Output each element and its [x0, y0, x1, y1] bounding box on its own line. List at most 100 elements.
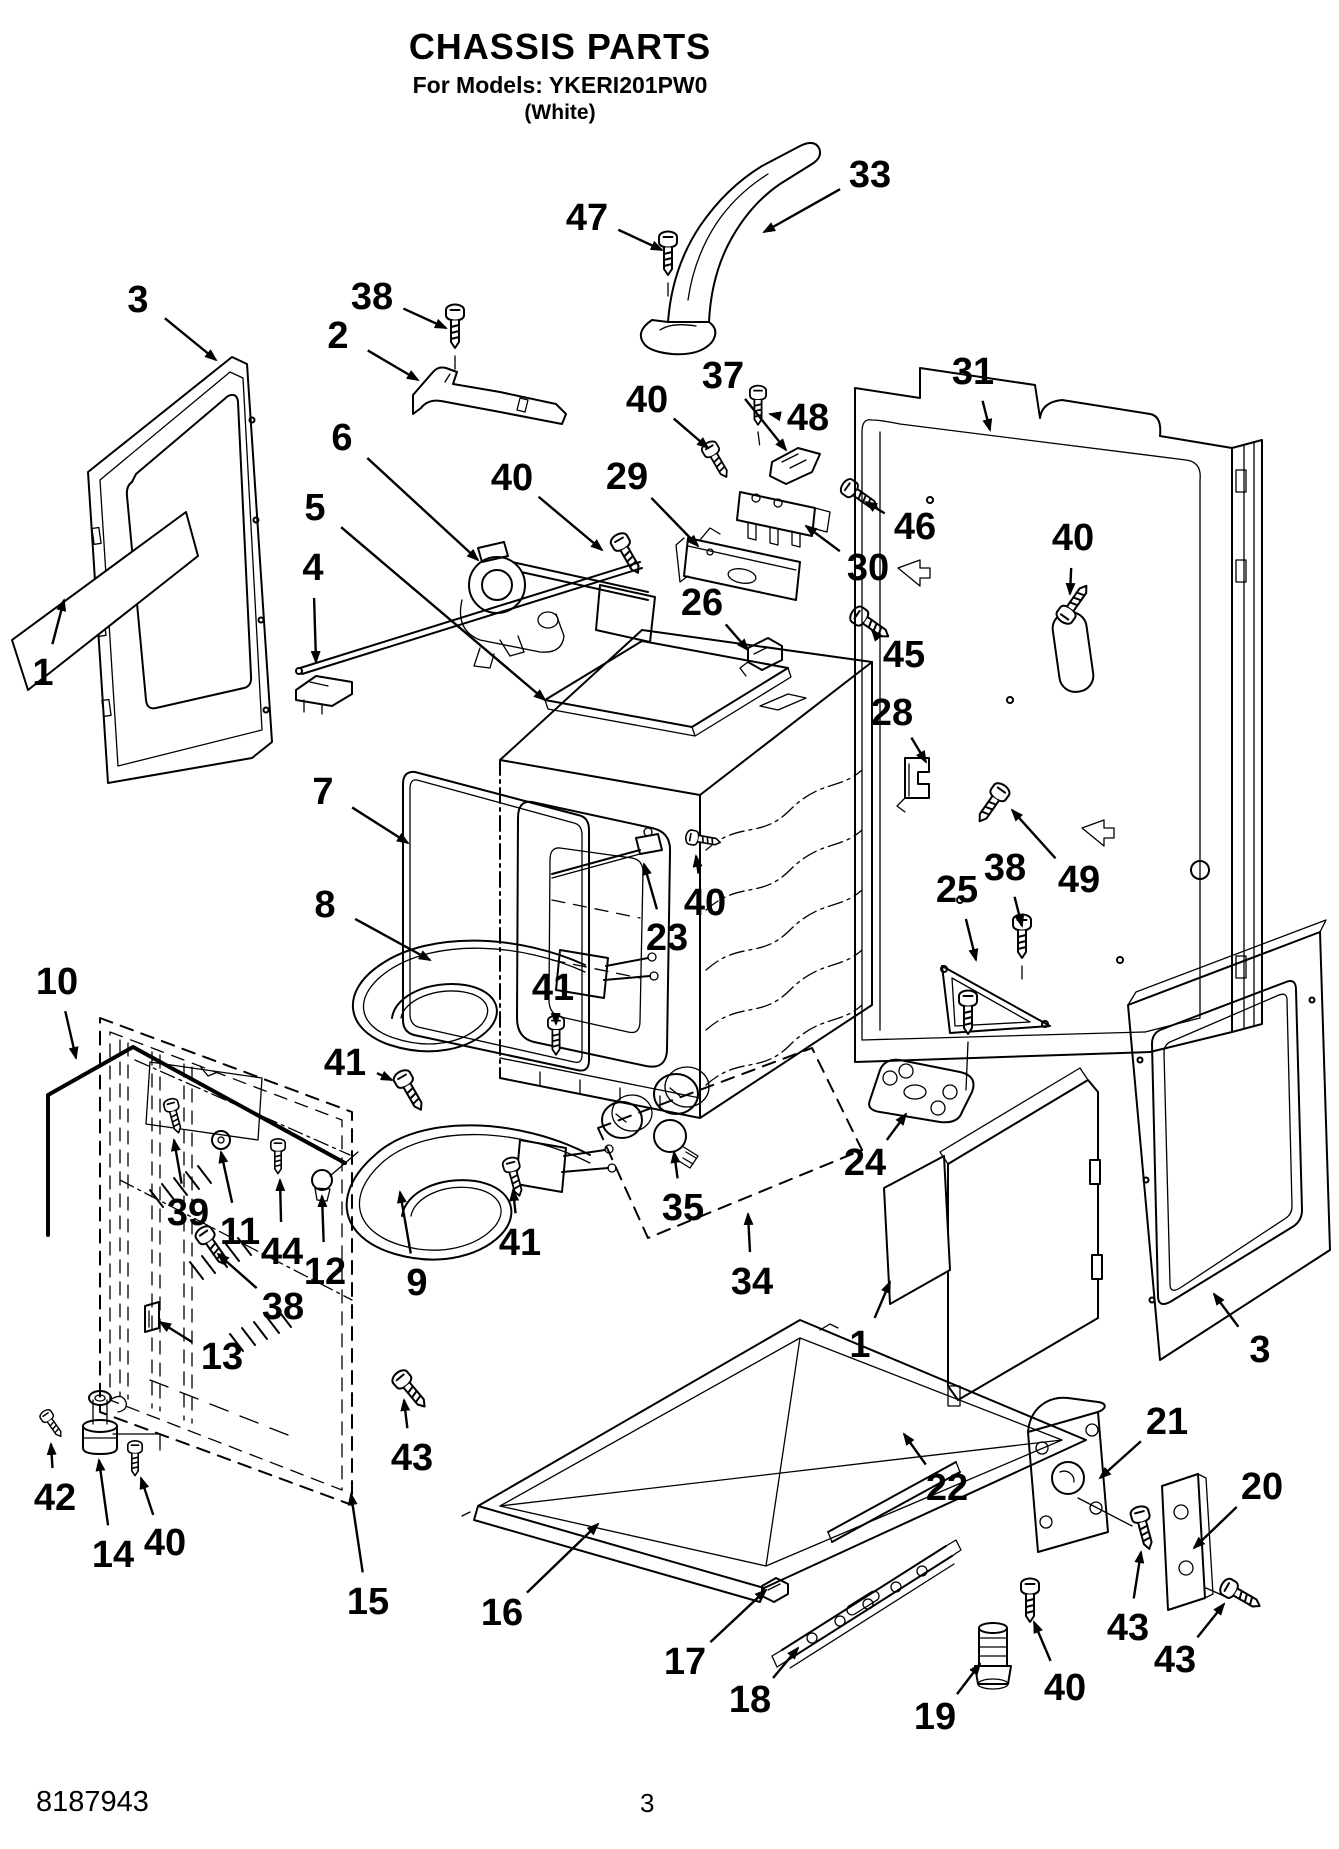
callout-arrow-25	[964, 918, 979, 962]
part-light-bulb-35	[653, 1119, 699, 1169]
part-ground-clip-37	[769, 447, 821, 485]
callout-label-40: 40	[684, 882, 726, 924]
callout-arrow-40	[1032, 1620, 1052, 1662]
callout-arrow-9	[396, 1190, 412, 1254]
callout-label-17: 17	[664, 1641, 706, 1683]
callout-label-3: 3	[127, 279, 148, 321]
callout-label-40: 40	[1044, 1667, 1086, 1709]
part-access-panel-left	[11, 511, 199, 691]
callout-label-35: 35	[662, 1187, 704, 1229]
callout-label-38: 38	[262, 1286, 304, 1328]
part-oven-sensor-23	[551, 827, 663, 879]
callout-arrow-2	[367, 349, 420, 382]
callout-arrow-38	[402, 307, 448, 330]
part-rod-5	[295, 561, 643, 675]
callout-arrow-49	[1010, 808, 1057, 860]
part-brace-25	[940, 965, 1051, 1034]
callout-label-42: 42	[34, 1477, 76, 1519]
callout-label-47: 47	[566, 197, 608, 239]
callout-label-48: 48	[787, 397, 829, 439]
callout-label-14: 14	[92, 1534, 134, 1576]
callout-label-34: 34	[731, 1261, 773, 1303]
callout-label-5: 5	[304, 487, 325, 529]
callout-arrow-11	[218, 1150, 234, 1204]
page-number: 3	[640, 1788, 655, 1818]
callout-label-41: 41	[532, 967, 574, 1009]
part-wire-harness-10	[46, 1045, 347, 1237]
callout-label-41: 41	[499, 1222, 541, 1264]
callout-label-8: 8	[314, 884, 335, 926]
callout-arrow-29	[650, 497, 700, 548]
callout-arrow-38	[1013, 896, 1025, 928]
callout-arrow-4	[310, 597, 321, 664]
callout-label-23: 23	[646, 917, 688, 959]
callout-label-31: 31	[952, 351, 994, 393]
callout-arrow-45	[870, 628, 883, 642]
callout-label-25: 25	[936, 869, 978, 911]
callout-arrow-30	[804, 524, 841, 553]
callout-label-13: 13	[201, 1336, 243, 1378]
callout-arrow-39	[170, 1138, 183, 1184]
callout-label-28: 28	[871, 692, 913, 734]
callout-label-19: 19	[914, 1696, 956, 1738]
callout-arrow-41	[376, 1070, 394, 1082]
callout-arrow-34	[743, 1212, 754, 1253]
part-leveling-leg-19	[974, 1622, 1012, 1690]
callout-label-40: 40	[144, 1522, 186, 1564]
callout-arrow-43	[400, 1398, 411, 1429]
callout-arrow-18	[772, 1646, 800, 1679]
part-rear-panel-31	[854, 367, 1263, 1063]
callout-arrow-47	[617, 228, 664, 252]
part-side-panel-22	[939, 1067, 1103, 1407]
callout-label-29: 29	[606, 456, 648, 498]
part-hinge-plate-24	[868, 1041, 975, 1124]
callout-label-38: 38	[351, 276, 393, 318]
callout-label-43: 43	[1107, 1607, 1149, 1649]
diagram-header: CHASSIS PARTS For Models: YKERI201PW0 (W…	[409, 26, 711, 125]
callout-label-26: 26	[681, 582, 723, 624]
callout-label-45: 45	[883, 634, 925, 676]
callout-label-1: 1	[32, 652, 53, 694]
callout-arrow-3	[1212, 1292, 1240, 1328]
part-grommet-11	[211, 1130, 231, 1150]
callout-label-20: 20	[1241, 1466, 1283, 1508]
callout-label-24: 24	[844, 1142, 886, 1184]
callout-label-3: 3	[1249, 1329, 1270, 1371]
callout-arrow-40	[672, 417, 710, 450]
callout-arrow-8	[354, 917, 432, 962]
callout-arrow-1	[873, 1280, 892, 1319]
callout-arrow-20	[1192, 1506, 1238, 1550]
part-front-rail	[827, 1461, 961, 1543]
callout-label-40: 40	[1052, 517, 1094, 559]
callout-arrow-40	[139, 1476, 155, 1516]
callout-label-46: 46	[894, 506, 936, 548]
finish-line: (White)	[524, 101, 596, 124]
part-bake-element-9	[345, 1124, 617, 1261]
part-knob-screw-12	[311, 1151, 359, 1202]
callout-label-39: 39	[167, 1192, 209, 1234]
callout-arrow-21	[1098, 1440, 1142, 1480]
part-spacer-plate-20	[1161, 1473, 1225, 1611]
part-access-panel-right	[883, 1155, 951, 1305]
callout-arrow-1	[51, 598, 67, 645]
callout-label-43: 43	[1154, 1639, 1196, 1681]
callout-arrow-6	[366, 457, 480, 562]
callout-arrow-37	[744, 398, 788, 452]
callout-label-44: 44	[261, 1231, 303, 1273]
callout-arrow-3	[164, 317, 218, 362]
callout-arrow-33	[762, 188, 841, 234]
callout-label-38: 38	[984, 847, 1026, 889]
part-leveling-leg-14	[82, 1390, 161, 1455]
callout-arrow-43	[1132, 1550, 1145, 1599]
part-latch-bracket-2	[412, 366, 567, 425]
callout-arrow-38	[216, 1252, 258, 1289]
callout-label-12: 12	[304, 1251, 346, 1293]
callout-arrow-17	[709, 1588, 768, 1643]
callout-arrow-44	[275, 1178, 286, 1223]
callout-label-9: 9	[406, 1262, 427, 1304]
callout-arrow-12	[317, 1194, 328, 1243]
callout-label-22: 22	[926, 1467, 968, 1509]
callout-arrow-46	[864, 500, 886, 515]
